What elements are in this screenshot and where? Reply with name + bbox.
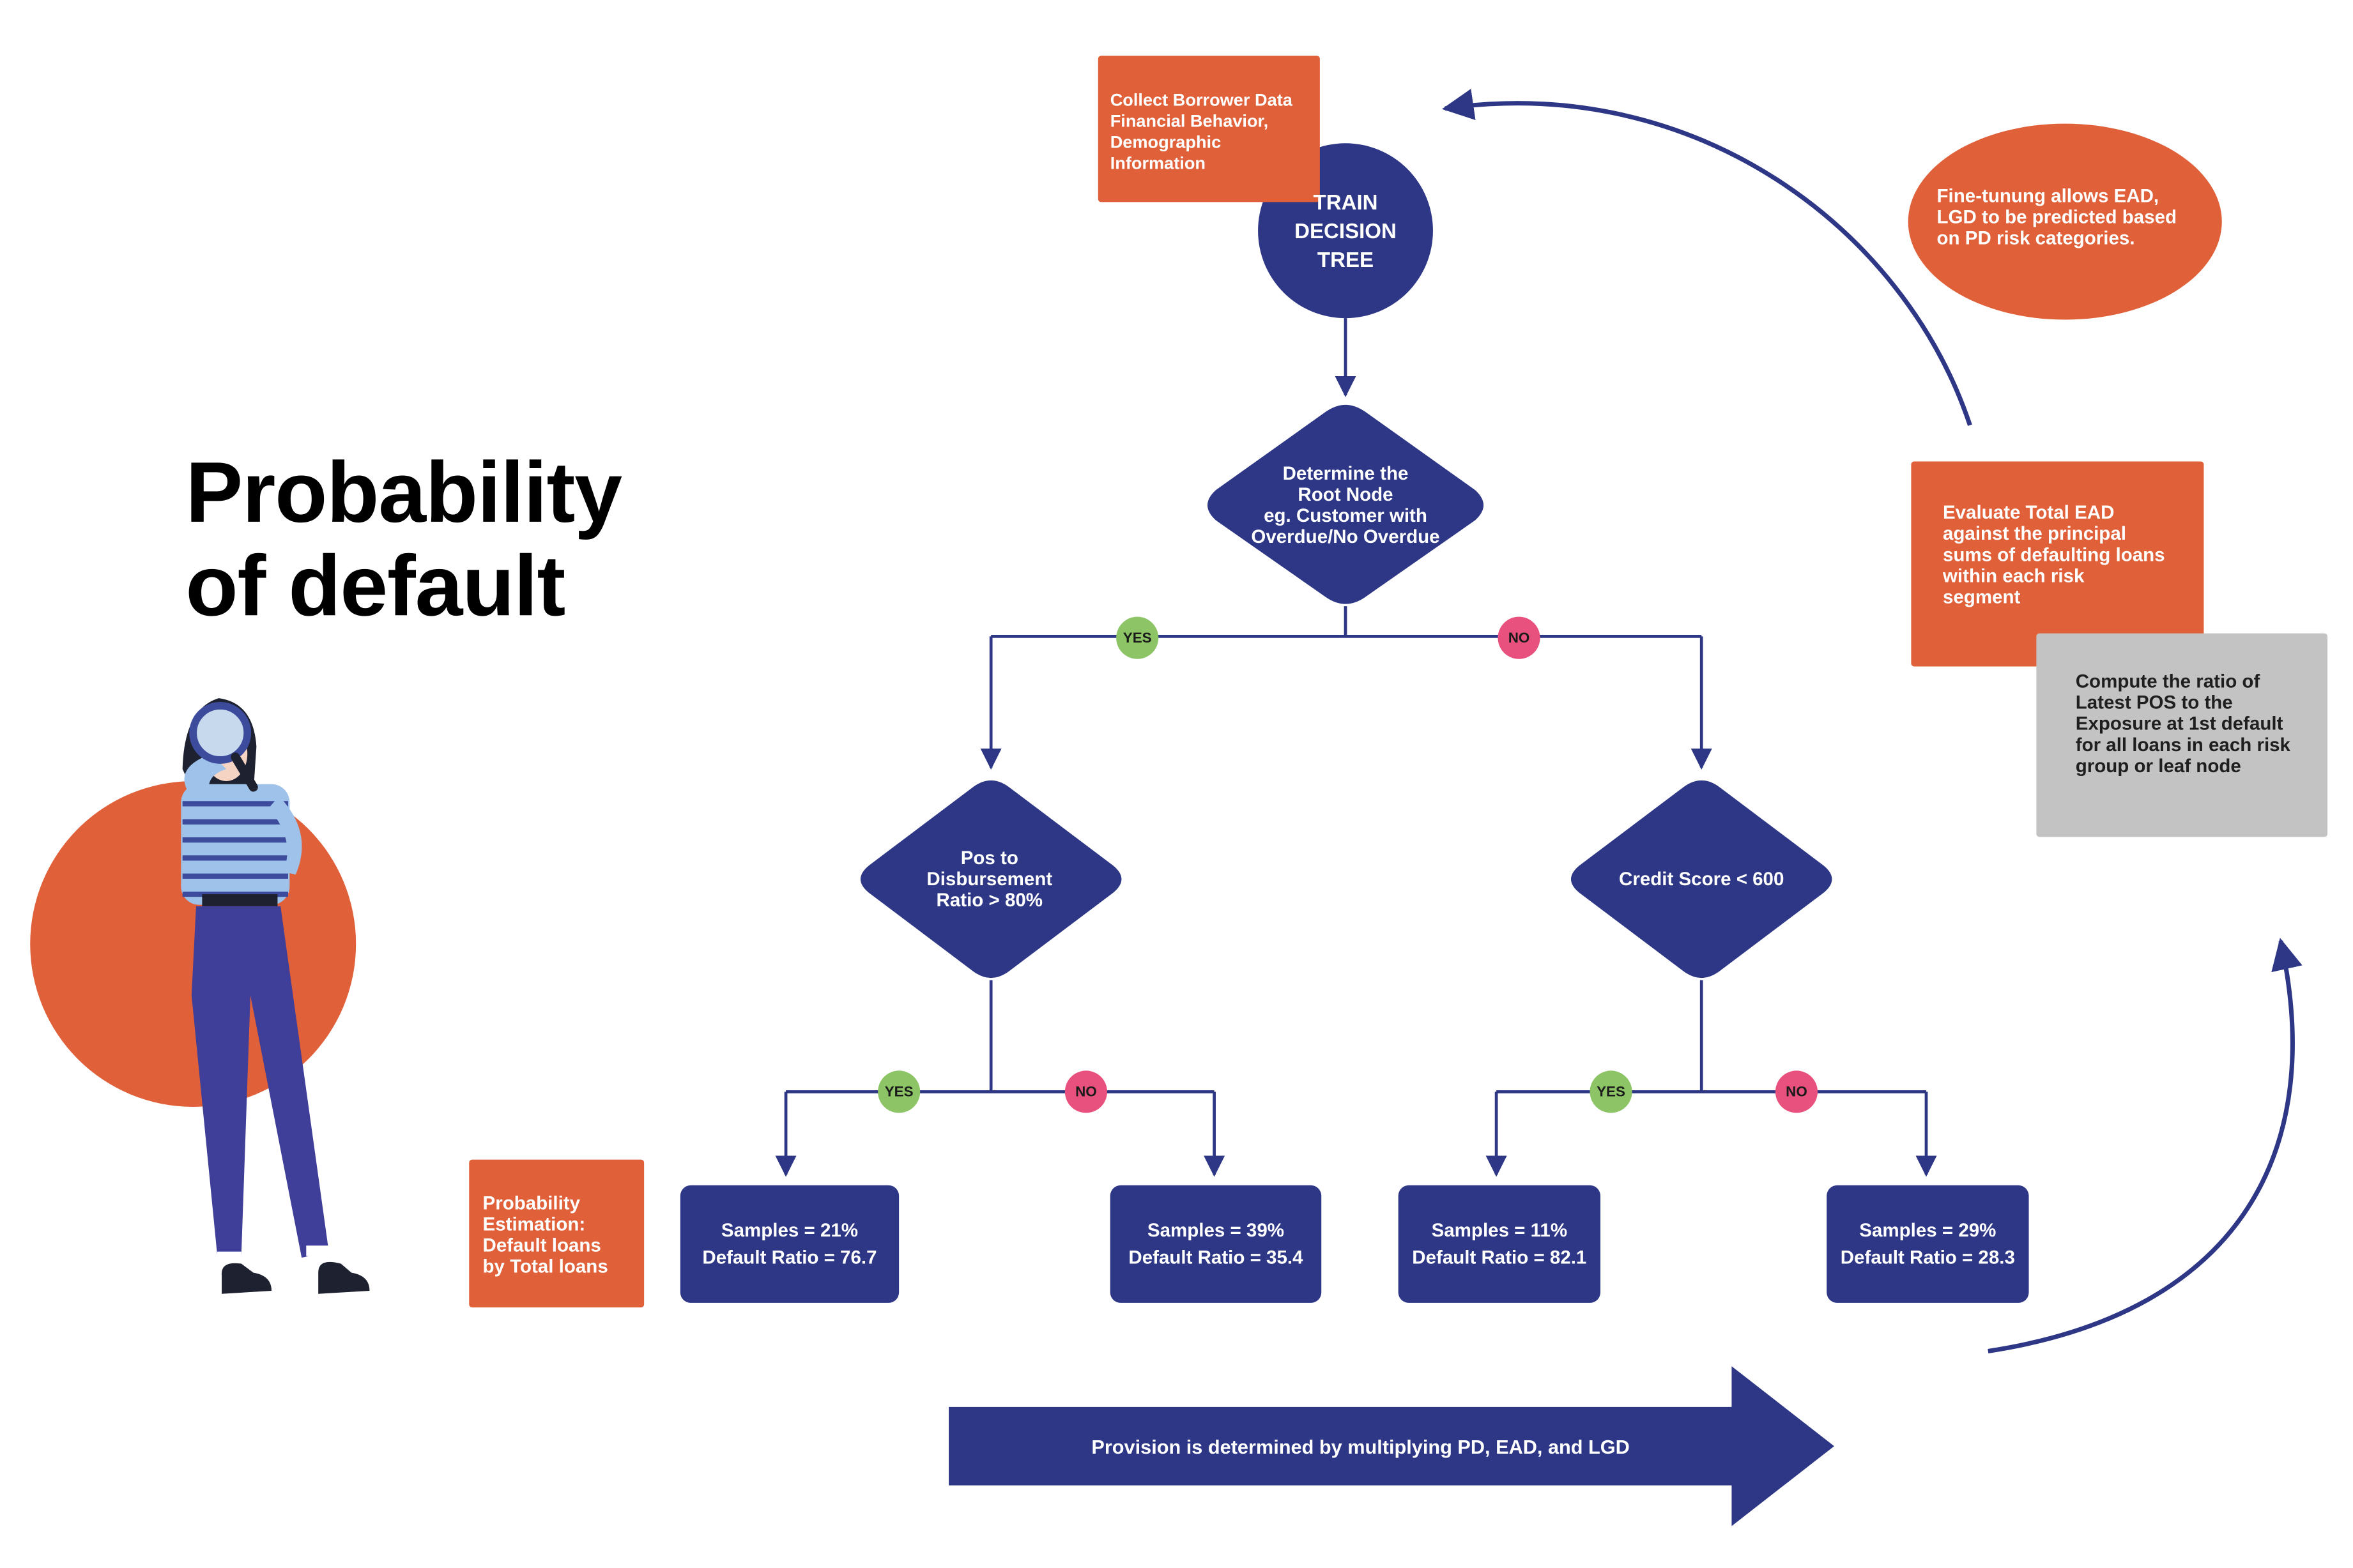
leaf-node: Samples = 39% Default Ratio = 35.4 [1110,1185,1322,1303]
no-badge: NO [1064,1070,1107,1113]
estimation-line: Default loans [482,1235,601,1256]
leaf-default-ratio: Default Ratio = 35.4 [1128,1247,1303,1268]
leaf-default-ratio: Default Ratio = 76.7 [702,1247,877,1268]
compute-line: Exposure at 1st default [2075,713,2283,735]
provision-banner-arrow [949,1366,1834,1526]
leaf-default-ratio: Default Ratio = 82.1 [1412,1247,1587,1268]
evaluate-line: within each risk [1942,565,2085,587]
provision-banner-label: Provision is determined by multiplying P… [1091,1435,1630,1458]
evaluate-line: against the principal [1942,523,2126,545]
tree-connectors [775,318,1937,1177]
no-badge: NO [1498,616,1540,659]
compute-line: for all loans in each risk [2075,734,2290,756]
probability-estimation-box: Probability Estimation: Default loans by… [469,1159,645,1307]
train-decision-tree-node: TRAIN DECISION TREE [1258,143,1433,318]
leaf-node: Samples = 29% Default Ratio = 28.3 [1827,1185,2029,1303]
leaf-samples: Samples = 11% [1431,1220,1568,1242]
title-line-2: of default [185,538,565,635]
leaf-node: Samples = 11% Default Ratio = 82.1 [1398,1185,1601,1303]
fine-tune-line: on PD risk categories. [1936,227,2135,249]
estimation-line: Estimation: [482,1214,586,1235]
collect-line: Demographic [1110,134,1222,153]
root-line: Overdue/No Overdue [1251,526,1440,548]
leaf-samples: Samples = 39% [1147,1220,1285,1242]
left-line: Ratio > 80% [936,889,1043,911]
train-line: TRAIN [1313,189,1378,214]
root-node-diamond [1207,404,1484,604]
collect-line: Information [1110,155,1206,174]
evaluate-line: sums of defaulting loans [1942,544,2165,566]
feedback-curve-bottom-arrow [1988,938,2303,1353]
credit-score-node-label: Credit Score < 600 [1584,844,1819,914]
root-node-label: Determine the Root Node eg. Customer wit… [1216,438,1475,573]
train-line: TREE [1317,247,1374,271]
evaluate-total-ead-box: Evaluate Total EAD against the principal… [1911,461,2204,667]
compute-line: Latest POS to the [2075,692,2233,713]
root-line: eg. Customer with [1264,505,1427,526]
right-line: Credit Score < 600 [1619,868,1784,890]
pos-disbursement-node-label: Pos to Disbursement Ratio > 80% [875,822,1104,936]
collect-line: Collect Borrower Data [1110,92,1292,110]
fine-tune-bubble-shape [1908,123,2222,320]
compute-line: group or leaf node [2075,755,2241,777]
evaluate-line: Evaluate Total EAD [1942,502,2115,524]
root-line: Determine the [1282,462,1409,484]
left-line: Pos to [960,847,1018,869]
root-line: Root Node [1298,483,1393,505]
left-node-diamond [860,780,1122,978]
leaf-default-ratio: Default Ratio = 28.3 [1840,1247,2015,1268]
estimation-line: Probability [482,1192,581,1214]
leaf-samples: Samples = 29% [1859,1220,1997,1242]
collect-borrower-data-box: Collect Borrower Data Financial Behavior… [1098,56,1320,202]
compute-line: Compute the ratio of [2075,671,2260,692]
compute-ratio-box: Compute the ratio of Latest POS to the E… [2036,633,2328,837]
yes-badge: YES [1590,1070,1632,1113]
left-line: Disbursement [926,868,1053,890]
leaf-node: Samples = 21% Default Ratio = 76.7 [680,1185,900,1303]
fine-tune-bubble: Fine-tunung allows EAD, LGD to be predic… [1937,185,2209,261]
page-title: Probability of default [185,445,622,635]
right-node-diamond [1570,780,1832,978]
person-magnifier-illustration [181,698,370,1294]
estimation-line: by Total loans [482,1256,608,1277]
no-badge: NO [1775,1070,1818,1113]
train-line: DECISION [1294,218,1397,242]
feedback-curve-top-arrow [1441,89,1972,426]
collect-line: Financial Behavior, [1110,113,1269,132]
yes-badge: YES [878,1070,921,1113]
fine-tune-line: LGD to be predicted based [1936,206,2177,228]
leaf-samples: Samples = 21% [721,1220,859,1242]
evaluate-line: segment [1942,586,2021,608]
title-line-1: Probability [185,445,622,542]
fine-tune-line: Fine-tunung allows EAD, [1936,185,2159,207]
yes-badge: YES [1116,616,1159,659]
